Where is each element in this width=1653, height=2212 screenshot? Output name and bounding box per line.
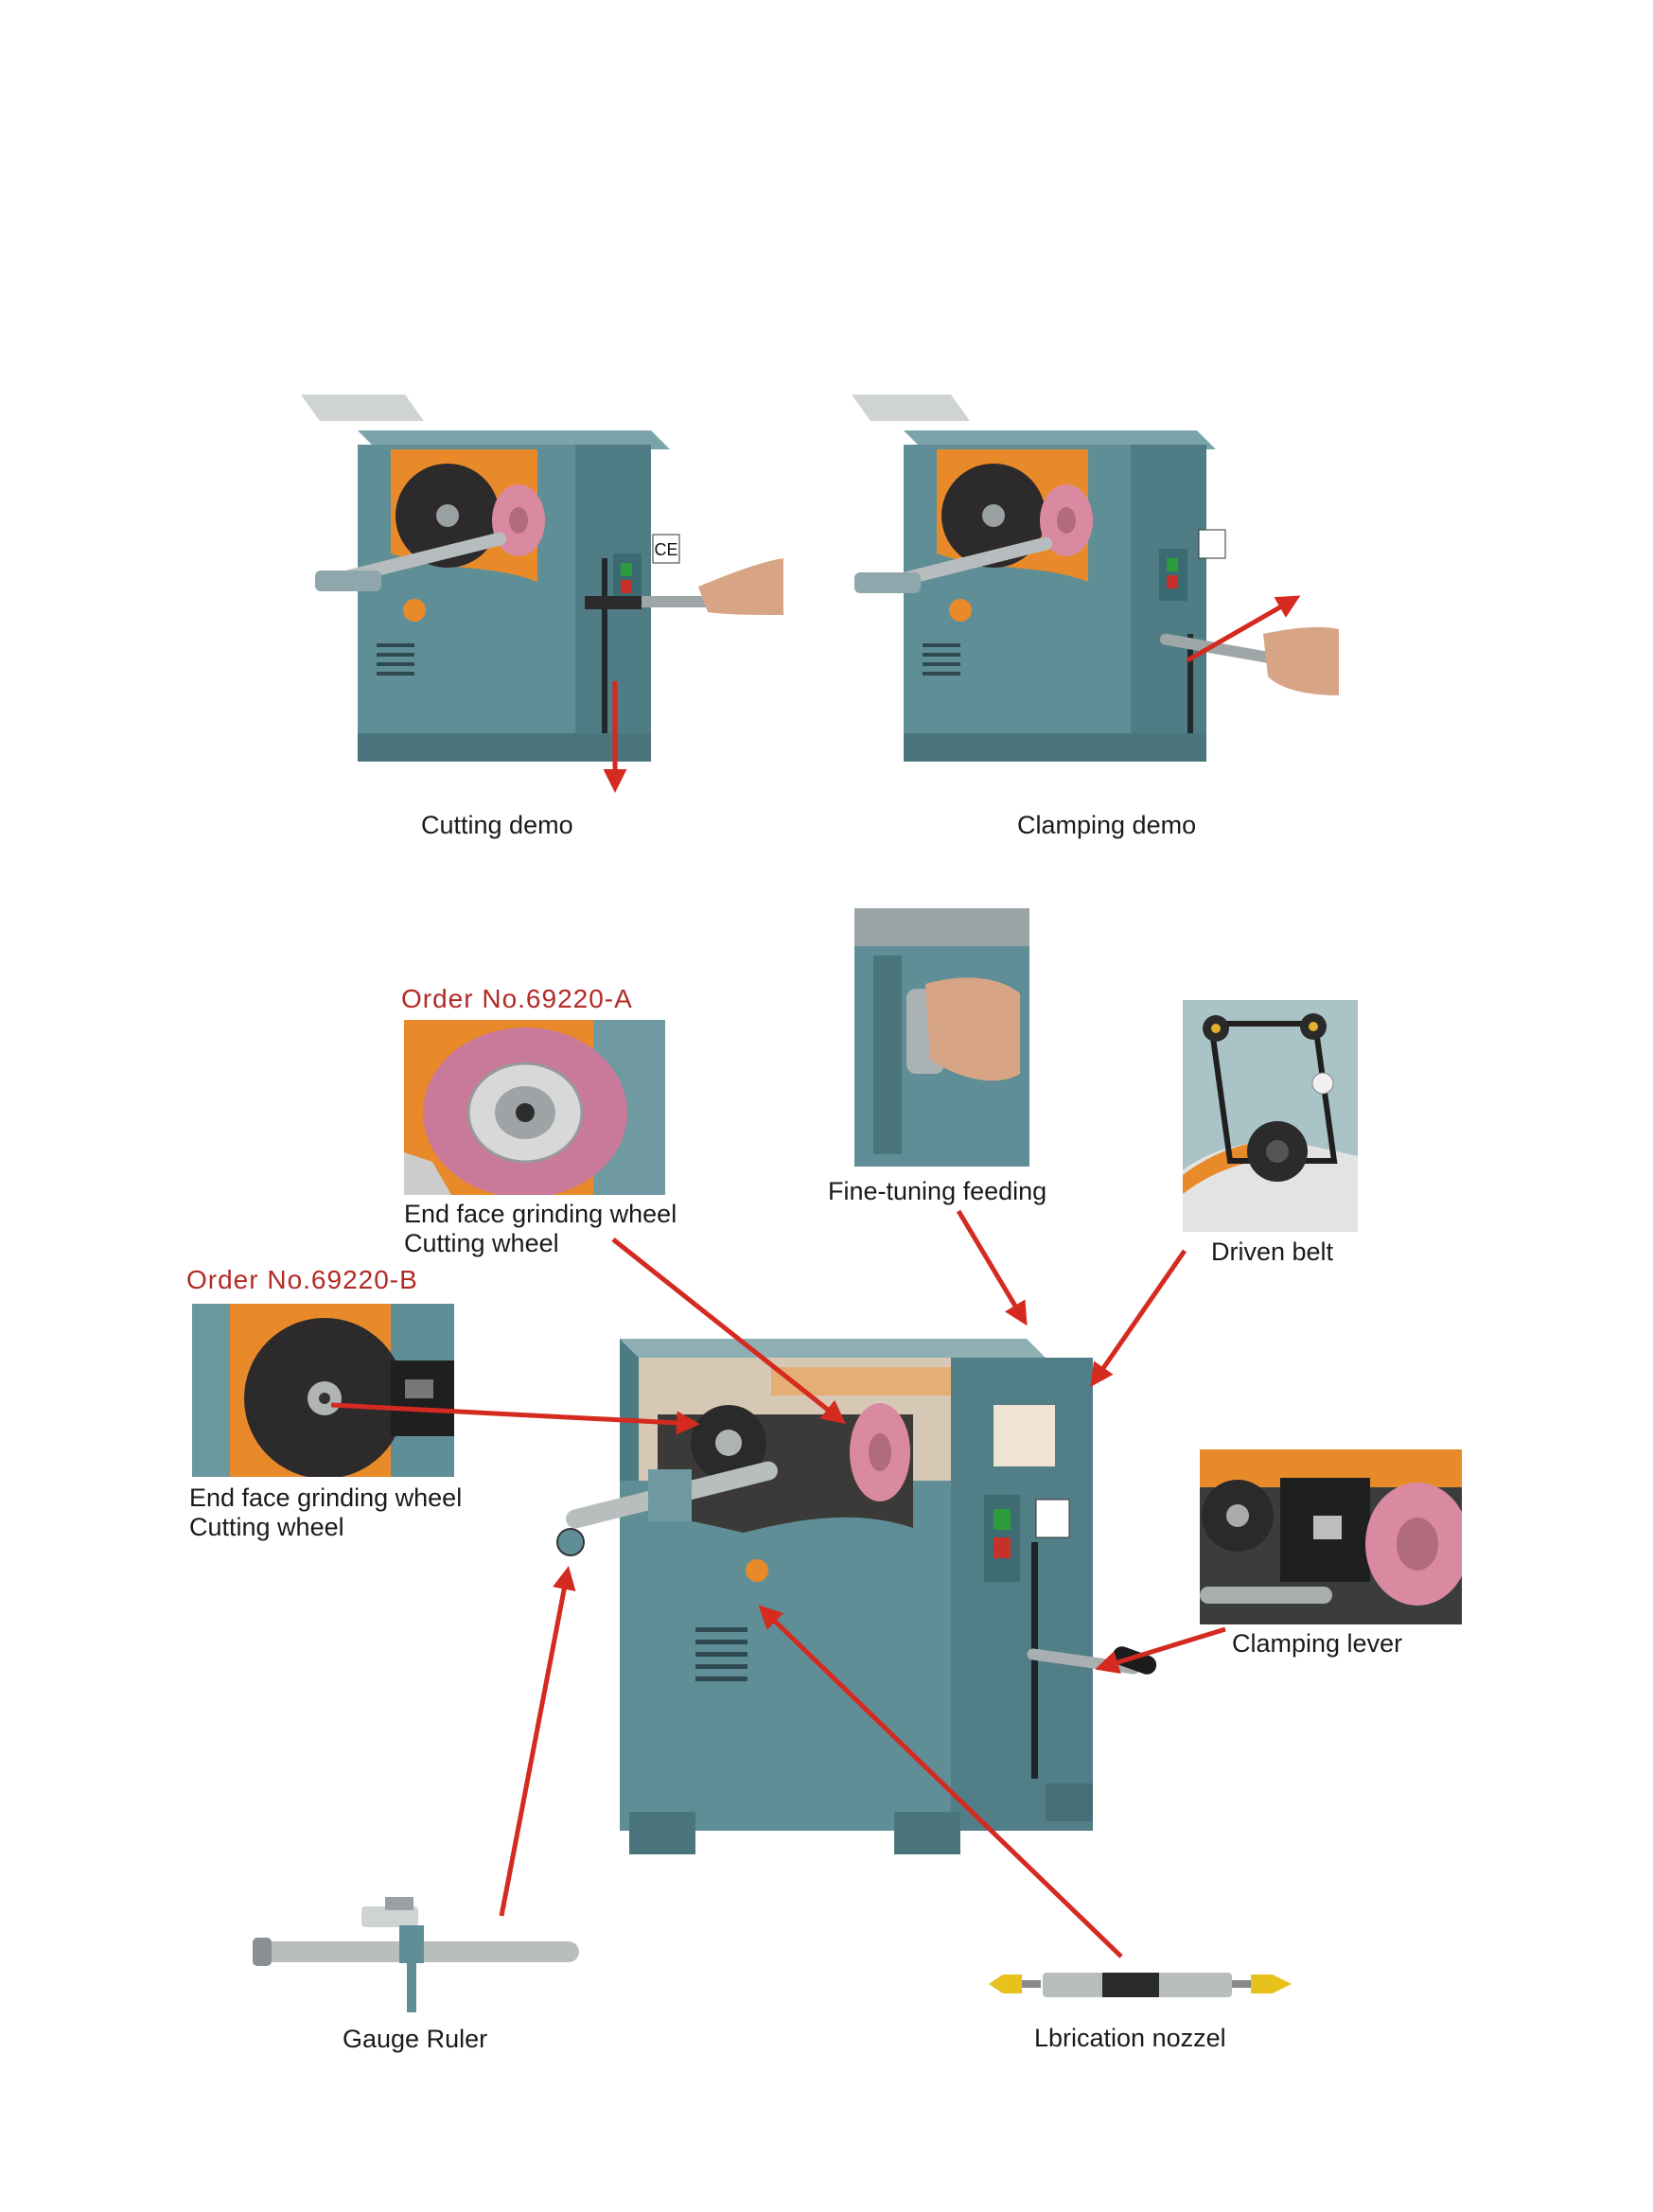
caption-wheel-a-line1: End face grinding wheel bbox=[404, 1200, 677, 1228]
grinding-wheel-a-photo bbox=[404, 1020, 665, 1195]
caption-driven-belt: Driven belt bbox=[1211, 1238, 1334, 1266]
clamping-demo-photo bbox=[847, 393, 1339, 762]
caption-gauge-ruler: Gauge Ruler bbox=[343, 2025, 488, 2053]
caption-clamping-demo: Clamping demo bbox=[1017, 811, 1197, 839]
caption-clamping-lever: Clamping lever bbox=[1232, 1629, 1403, 1658]
caption-cutting-demo: Cutting demo bbox=[421, 811, 573, 839]
caption-wheel-b-line1: End face grinding wheel bbox=[189, 1483, 463, 1512]
cutting-demo-photo: CE bbox=[301, 393, 783, 762]
caption-wheel-a-line2: Cutting wheel bbox=[404, 1229, 559, 1257]
clamping-lever-photo bbox=[1200, 1449, 1462, 1624]
lubrication-nozzle-photo bbox=[984, 1963, 1296, 2006]
gauge-ruler-photo bbox=[248, 1892, 584, 2015]
caption-fine-tuning: Fine-tuning feeding bbox=[828, 1177, 1047, 1205]
caption-lubrication-nozzle: Lbrication nozzel bbox=[1034, 2024, 1226, 2052]
order-number-a: Order No.69220-A bbox=[401, 984, 633, 1013]
ce-mark: CE bbox=[654, 540, 677, 559]
cutting-wheel-b-photo bbox=[192, 1304, 454, 1477]
caption-wheel-b-line2: Cutting wheel bbox=[189, 1513, 344, 1541]
order-number-b: Order No.69220-B bbox=[186, 1265, 418, 1294]
driven-belt-photo bbox=[1183, 972, 1358, 1232]
main-machine-photo bbox=[554, 1301, 1159, 1854]
fine-tuning-photo bbox=[854, 908, 1029, 1167]
